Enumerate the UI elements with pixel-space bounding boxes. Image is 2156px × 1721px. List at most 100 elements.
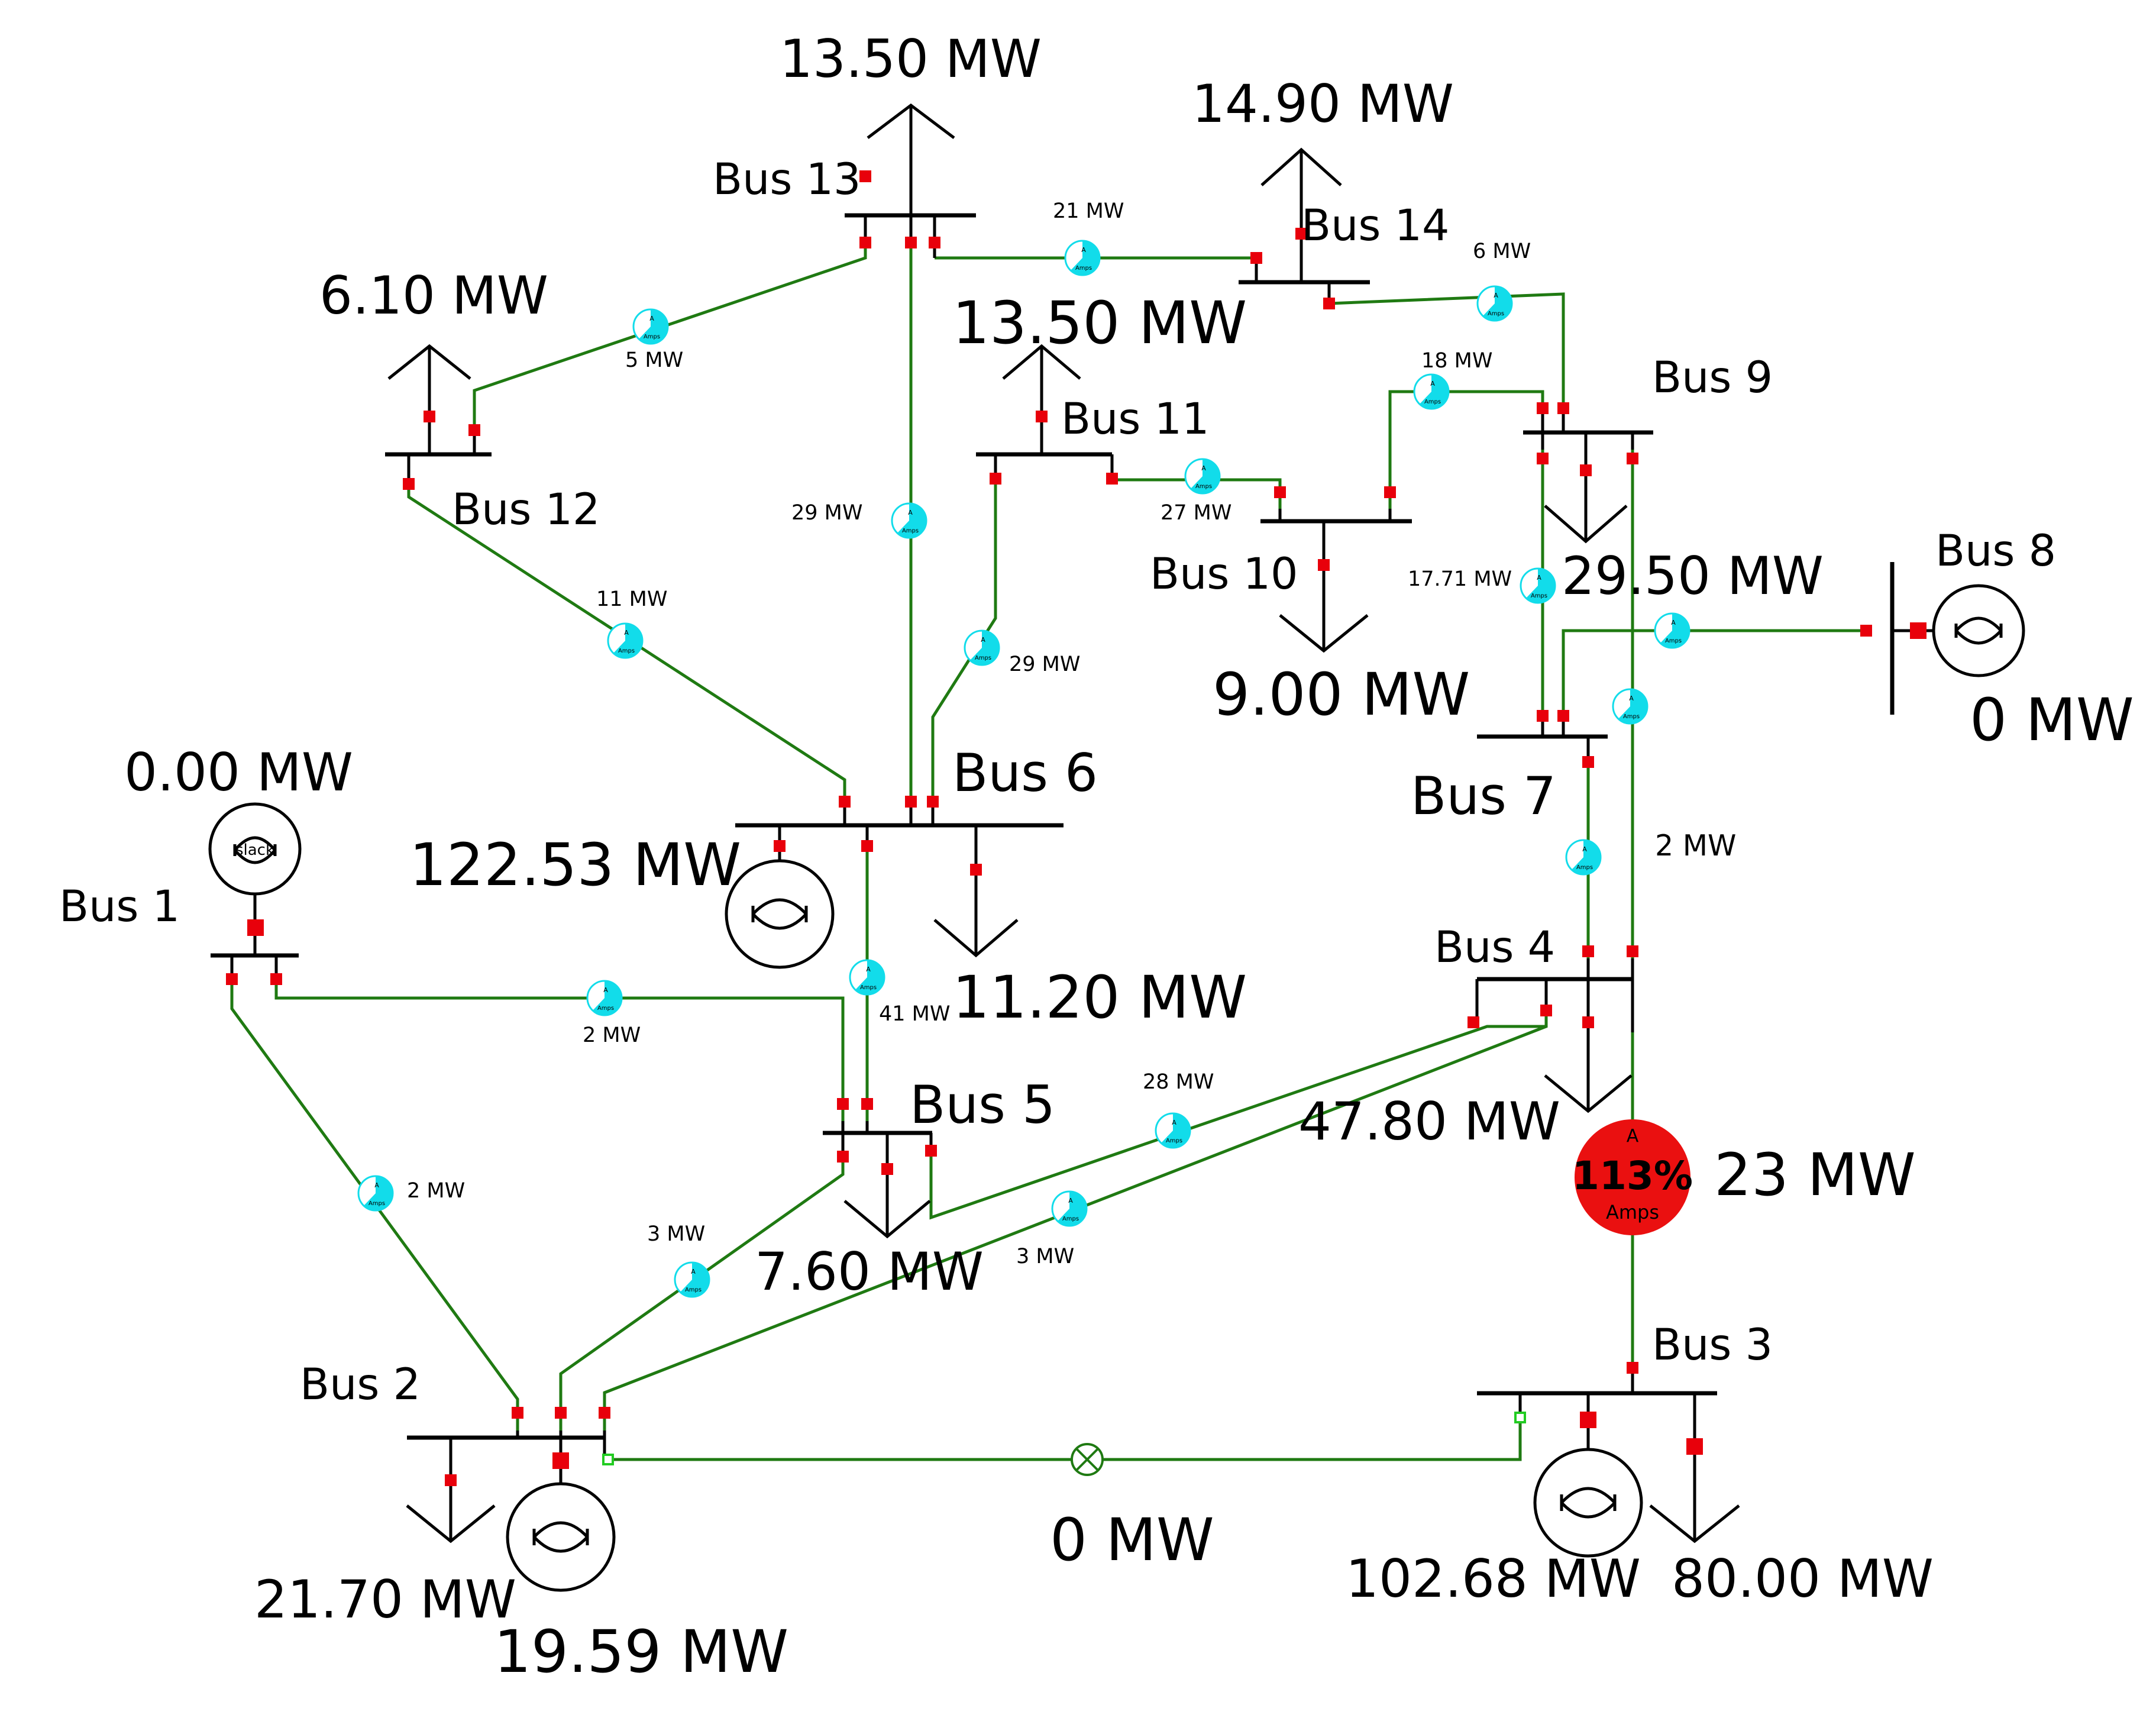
gauge-unit-label: Amps bbox=[597, 1005, 614, 1012]
overload-unit-label: Amps bbox=[1606, 1201, 1659, 1223]
load-arrow-icon[interactable] bbox=[933, 825, 1019, 958]
line-1-5[interactable] bbox=[274, 979, 845, 1121]
flow-6-5: 41 MW bbox=[879, 1002, 950, 1026]
slack-tag: slack bbox=[235, 841, 274, 859]
generator-symbol-icon[interactable] bbox=[1932, 584, 2025, 677]
amps-gauge-icon[interactable]: A Amps bbox=[1520, 567, 1556, 604]
load-arrow-icon[interactable] bbox=[406, 1438, 496, 1544]
load-arrow-icon[interactable] bbox=[1260, 147, 1342, 282]
flow-gauges: AAmpsAAmpsAAmpsAAmpsAAmpsAAmpsAAmpsAAmps… bbox=[357, 240, 1690, 1298]
gauge-unit: A bbox=[603, 986, 608, 994]
overload-percent: 113% bbox=[1572, 1153, 1693, 1199]
open-switch-icon[interactable] bbox=[1071, 1443, 1104, 1476]
bus-label-5: Bus 5 bbox=[910, 1074, 1055, 1135]
bus-label-4: Bus 4 bbox=[1434, 922, 1555, 973]
load-arrow-icon[interactable] bbox=[1002, 344, 1081, 454]
generator-symbol-icon[interactable] bbox=[1533, 1448, 1643, 1558]
flow-9-4: 2 MW bbox=[1655, 829, 1736, 863]
flow-2-5: 3 MW bbox=[647, 1222, 705, 1246]
gauge-unit-label: Amps bbox=[1166, 1138, 1182, 1144]
load4-value: 47.80 MW bbox=[1298, 1091, 1560, 1152]
gauge-unit: A bbox=[374, 1181, 379, 1189]
flow-13-14: 21 MW bbox=[1053, 199, 1124, 223]
gauge-unit-label: Amps bbox=[1424, 399, 1441, 405]
load14-value: 14.90 MW bbox=[1192, 73, 1454, 134]
bus-label-11: Bus 11 bbox=[1061, 394, 1209, 444]
gauge-unit: A bbox=[1172, 1119, 1176, 1126]
line-2-3-open[interactable] bbox=[608, 1420, 1522, 1461]
breaker-closed[interactable] bbox=[226, 170, 1926, 1486]
line-8-7[interactable] bbox=[1562, 629, 1866, 737]
breaker-open[interactable] bbox=[602, 1412, 1526, 1465]
amps-gauge-icon[interactable]: A Amps bbox=[1184, 458, 1221, 495]
generator-symbol-icon[interactable] bbox=[506, 1482, 616, 1592]
gauge-unit-label: Amps bbox=[369, 1200, 385, 1207]
load12-value: 6.10 MW bbox=[319, 265, 548, 326]
line-14-9[interactable] bbox=[1328, 292, 1565, 408]
load-arrow-icon[interactable] bbox=[867, 103, 955, 215]
generator-symbol-icon[interactable]: slack bbox=[208, 802, 302, 896]
load-arrow-icon[interactable] bbox=[1544, 979, 1633, 1113]
gauge-unit: A bbox=[1430, 380, 1435, 388]
load-arrow-icon[interactable] bbox=[1649, 1393, 1740, 1544]
gauge-unit: A bbox=[649, 315, 654, 322]
gen2-output: 19.59 MW bbox=[494, 1618, 788, 1686]
gen1-output: 0.00 MW bbox=[124, 742, 353, 803]
gauge-unit-label: Amps bbox=[860, 984, 877, 991]
load5-value: 7.60 MW bbox=[755, 1241, 984, 1302]
load-arrow-icon[interactable] bbox=[1544, 432, 1628, 544]
flow-2-4: 3 MW bbox=[1016, 1245, 1074, 1268]
bus-label-13: Bus 13 bbox=[713, 154, 861, 205]
amps-gauge-icon[interactable]: A Amps bbox=[1413, 373, 1450, 410]
flow-1-2: 2 MW bbox=[407, 1179, 465, 1203]
gauge-unit-label: Amps bbox=[1195, 483, 1212, 490]
bus-label-7: Bus 7 bbox=[1411, 766, 1556, 826]
bus-label-9: Bus 9 bbox=[1652, 353, 1773, 403]
amps-gauge-icon[interactable]: A Amps bbox=[586, 980, 623, 1016]
flow-10-9: 18 MW bbox=[1421, 349, 1492, 373]
gauge-unit-label: Amps bbox=[685, 1287, 702, 1293]
gauge-unit: A bbox=[1537, 574, 1541, 582]
line-5-4[interactable] bbox=[929, 1025, 1546, 1220]
line-10-9[interactable] bbox=[1388, 390, 1544, 521]
bus-bars bbox=[211, 213, 1895, 1460]
line-11-6[interactable] bbox=[931, 479, 997, 802]
gauge-unit: A bbox=[1201, 464, 1206, 472]
flow-labels: 21 MW 6 MW 5 MW 18 MW 27 MW 29 MW 17.71 … bbox=[407, 199, 1916, 1574]
flow-14-9: 6 MW bbox=[1473, 240, 1531, 263]
gauge-unit: A bbox=[624, 629, 629, 637]
load-arrow-icon[interactable] bbox=[387, 344, 471, 454]
overload-gauge[interactable]: A 113% Amps bbox=[1572, 1119, 1693, 1235]
generator-symbol-icon[interactable] bbox=[725, 859, 835, 969]
bus-label-2: Bus 2 bbox=[300, 1360, 421, 1410]
flow-3-4: 23 MW bbox=[1714, 1141, 1916, 1209]
bus-label-10: Bus 10 bbox=[1150, 549, 1298, 599]
amps-gauge-icon[interactable]: A Amps bbox=[357, 1175, 394, 1212]
loads bbox=[387, 103, 1740, 1544]
amps-gauge-icon[interactable]: A Amps bbox=[674, 1261, 710, 1298]
gauge-unit: A bbox=[691, 1268, 696, 1276]
line-11-10[interactable] bbox=[1112, 478, 1282, 521]
flow-11-10: 27 MW bbox=[1161, 501, 1231, 525]
load-arrow-icon[interactable] bbox=[1279, 521, 1369, 653]
line-12-13[interactable] bbox=[473, 243, 867, 430]
gauge-unit-label: Amps bbox=[1665, 638, 1682, 644]
bus-connector-stubs bbox=[230, 215, 1634, 1460]
load-arrow-icon[interactable] bbox=[843, 1133, 931, 1239]
gauge-unit-label: Amps bbox=[1531, 593, 1547, 599]
gauge-unit: A bbox=[1494, 292, 1498, 299]
amps-gauge-icon[interactable]: A Amps bbox=[1155, 1112, 1191, 1149]
flow-5-4: 28 MW bbox=[1143, 1070, 1214, 1094]
